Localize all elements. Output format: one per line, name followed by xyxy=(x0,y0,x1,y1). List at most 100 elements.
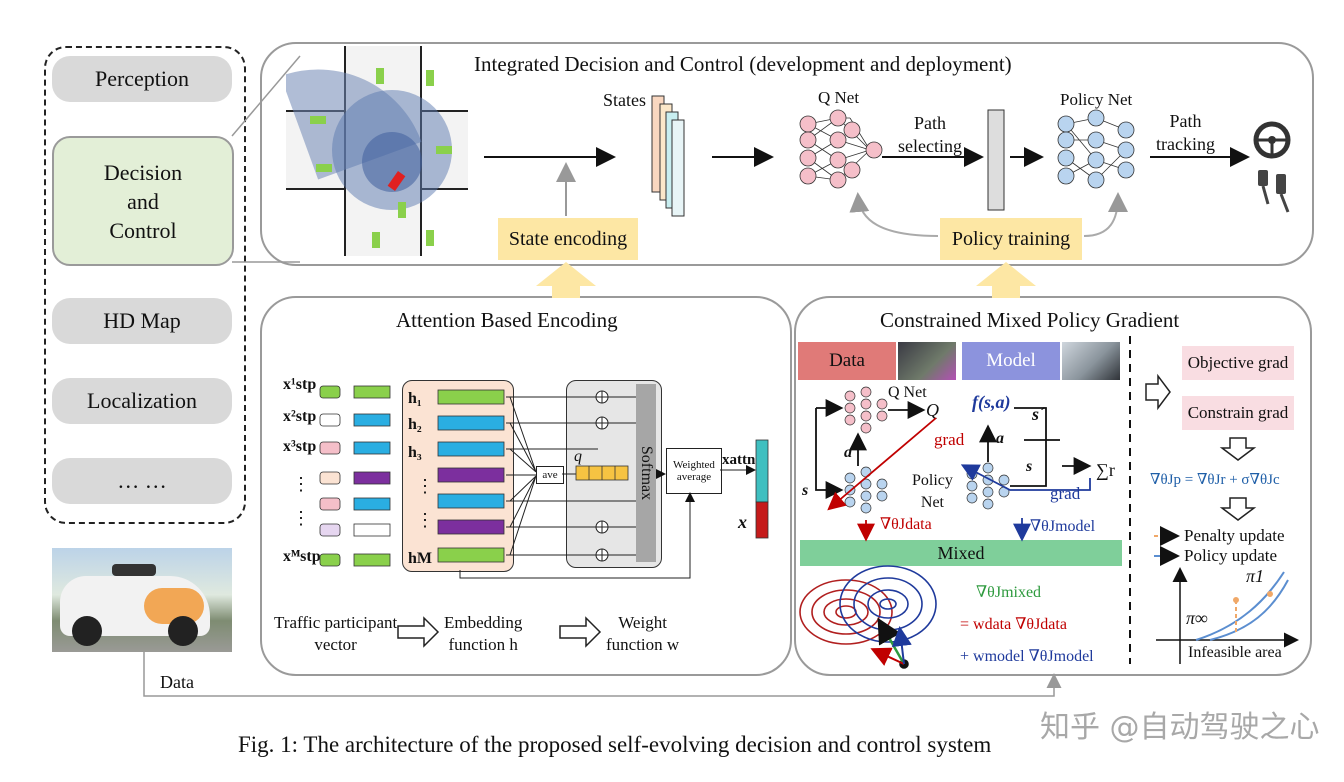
decision-control-label: Decision and Control xyxy=(103,159,183,243)
input-x3: x³stp xyxy=(283,438,317,455)
cmpg-a-label: a xyxy=(844,444,852,461)
mixed-eq-3: + wmodel ∇θJmodel xyxy=(960,648,1094,665)
watermark: 知乎 @自动驾驶之心 xyxy=(1040,710,1320,745)
cmpg-fsa-label: f(s,a) xyxy=(972,392,1011,412)
legend-arrow-1 xyxy=(397,616,440,648)
states-label: States xyxy=(603,90,646,110)
data-tab: Data xyxy=(798,342,896,380)
legend-arrow-2 xyxy=(559,616,602,648)
objective-grad-box: Objective grad xyxy=(1182,346,1294,380)
input-xM: xᴹstp xyxy=(283,548,321,565)
cmpg-sprime-label: s´ xyxy=(1032,404,1045,424)
localization-block: Localization xyxy=(52,378,232,424)
h3-label: h₃ xyxy=(408,444,422,461)
cmpg-qnet xyxy=(844,386,888,434)
x-output-label: x xyxy=(738,512,747,532)
dot-product-nodes xyxy=(595,390,609,562)
hd-map-block: HD Map xyxy=(52,298,232,344)
cmpg-policy-net-label: Policy Net xyxy=(912,472,953,511)
h-dots-2: ⋮ xyxy=(416,510,434,530)
state-encoding-box: State encoding xyxy=(498,218,638,260)
h2-label: h₂ xyxy=(408,416,422,433)
attention-links xyxy=(459,396,756,579)
policy-update-label: Policy update xyxy=(1184,546,1278,565)
ave-label: ave xyxy=(542,469,558,481)
ave-node: ave xyxy=(536,466,564,484)
pi1-label: π1 xyxy=(1246,566,1265,586)
policy-training-box: Policy training xyxy=(940,218,1082,260)
data-thumbnail xyxy=(898,342,956,380)
weighted-average-label: Weighted average xyxy=(673,459,715,483)
cmpg-arrows xyxy=(815,399,1092,542)
left-column-frame xyxy=(44,46,246,524)
x-attn-label: xattn xyxy=(722,452,756,468)
data-tab-label: Data xyxy=(829,350,865,371)
hollow-arrow-right xyxy=(1145,373,1171,411)
attention-encoding-title: Attention Based Encoding xyxy=(396,308,618,332)
cmpg-sum-r-label: ∑r xyxy=(1096,460,1115,480)
cmpg-grad-model: ∇θJmodel xyxy=(1030,518,1096,535)
figure-caption: Fig. 1: The architecture of the proposed… xyxy=(238,732,992,757)
intersection-illustration xyxy=(286,46,468,256)
hollow-arrow-down-1 xyxy=(1219,437,1257,461)
model-tab: Model xyxy=(962,342,1060,380)
input-dots-2: ⋮ xyxy=(292,508,310,528)
cmpg-s-label: s xyxy=(802,482,809,499)
pi-inf-label: π∞ xyxy=(1186,608,1208,628)
up-arrow-encoding xyxy=(536,262,596,298)
infeasible-area-label: Infeasible area xyxy=(1188,644,1282,661)
model-thumbnail xyxy=(1062,342,1120,380)
pedals-icon xyxy=(1258,170,1290,213)
model-tab-label: Model xyxy=(986,350,1036,371)
qnet-label: Q Net xyxy=(818,88,860,107)
steering-wheel-icon xyxy=(1253,121,1291,159)
attention-input-rows xyxy=(319,385,391,567)
feasible-plot xyxy=(1156,567,1299,664)
vehicle-photo xyxy=(52,548,232,652)
q-label: q xyxy=(574,448,582,465)
cmpg-policy-net-left xyxy=(844,466,888,514)
contour-plot xyxy=(799,565,937,669)
cmpg-q-label: Q xyxy=(926,400,939,420)
mixed-eq-1: ∇θJmixed xyxy=(976,584,1042,601)
path-vector xyxy=(987,109,1005,211)
cmpg-grad-red: grad xyxy=(934,430,965,449)
qnet-graphic xyxy=(799,109,883,189)
penalty-update-label: Penalty update xyxy=(1184,526,1285,545)
h1-label: h₁ xyxy=(408,390,422,407)
legend-traffic-vector: Traffic participant vector xyxy=(274,613,398,654)
input-x1: x¹stp xyxy=(283,376,317,393)
cmpg-grad-blue: grad xyxy=(1050,484,1081,503)
embedding-rows xyxy=(437,389,505,563)
mixed-label: Mixed xyxy=(937,542,985,563)
cmpg-a2-label: a xyxy=(996,430,1004,447)
data-feedback-label: Data xyxy=(160,672,194,692)
states-vector-stack xyxy=(651,95,685,217)
perception-block: Perception xyxy=(52,56,232,102)
data-feedback-line xyxy=(143,652,1062,697)
gp-equation: ∇θJp = ∇θJr + σ∇θJc xyxy=(1150,472,1280,488)
zoom-line-top xyxy=(231,55,301,137)
path-tracking-label: Path tracking xyxy=(1156,111,1215,154)
policy-net-label: Policy Net xyxy=(1060,90,1133,109)
mixed-bar: Mixed xyxy=(800,540,1122,566)
more-block: … … xyxy=(52,458,232,504)
q-vector xyxy=(575,465,629,481)
decision-control-block: Decision and Control xyxy=(52,136,234,266)
mixed-eq-2: = wdata ∇θJdata xyxy=(960,616,1067,633)
path-selecting-label: Path selecting xyxy=(898,113,962,156)
training-loop-2 xyxy=(1083,192,1128,237)
constrain-grad-box: Constrain grad xyxy=(1182,396,1294,430)
cmpg-s2-label: s xyxy=(1026,458,1033,475)
legend-weight: Weight function w xyxy=(606,613,680,654)
x-attn-vector xyxy=(755,439,769,539)
hM-label: hM xyxy=(408,550,432,567)
softmax-bar: Softmax xyxy=(636,384,656,562)
h-dots-1: ⋮ xyxy=(416,476,434,496)
cmpg-qnet-label: Q Net xyxy=(888,384,927,401)
cmpg-title: Constrained Mixed Policy Gradient xyxy=(880,308,1180,332)
weighted-average-box: Weighted average xyxy=(666,448,722,494)
cmpg-grad-data: ∇θJdata xyxy=(880,516,932,533)
up-arrow-training xyxy=(976,262,1036,298)
